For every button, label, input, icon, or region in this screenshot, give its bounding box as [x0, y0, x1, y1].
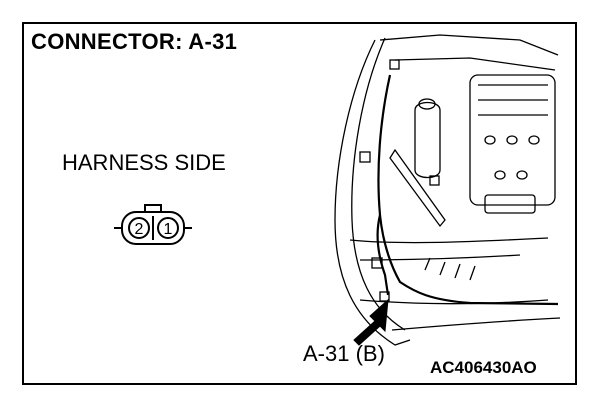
callout-label: A-31 (B)	[303, 341, 385, 366]
callout-arrow	[353, 298, 389, 346]
connector-symbol	[114, 204, 192, 245]
connector-pin-1	[157, 217, 179, 239]
figure-code: AC406430AO	[430, 358, 537, 377]
harness-side-label: HARNESS SIDE	[62, 150, 226, 175]
wiring-harness	[376, 74, 559, 306]
engine-bay-illustration	[334, 34, 561, 346]
pin-2-number: 2	[135, 221, 144, 238]
pin-1-number: 1	[164, 221, 173, 238]
connector-title: CONNECTOR: A-31	[31, 29, 238, 54]
connector-pin-2	[128, 217, 150, 239]
